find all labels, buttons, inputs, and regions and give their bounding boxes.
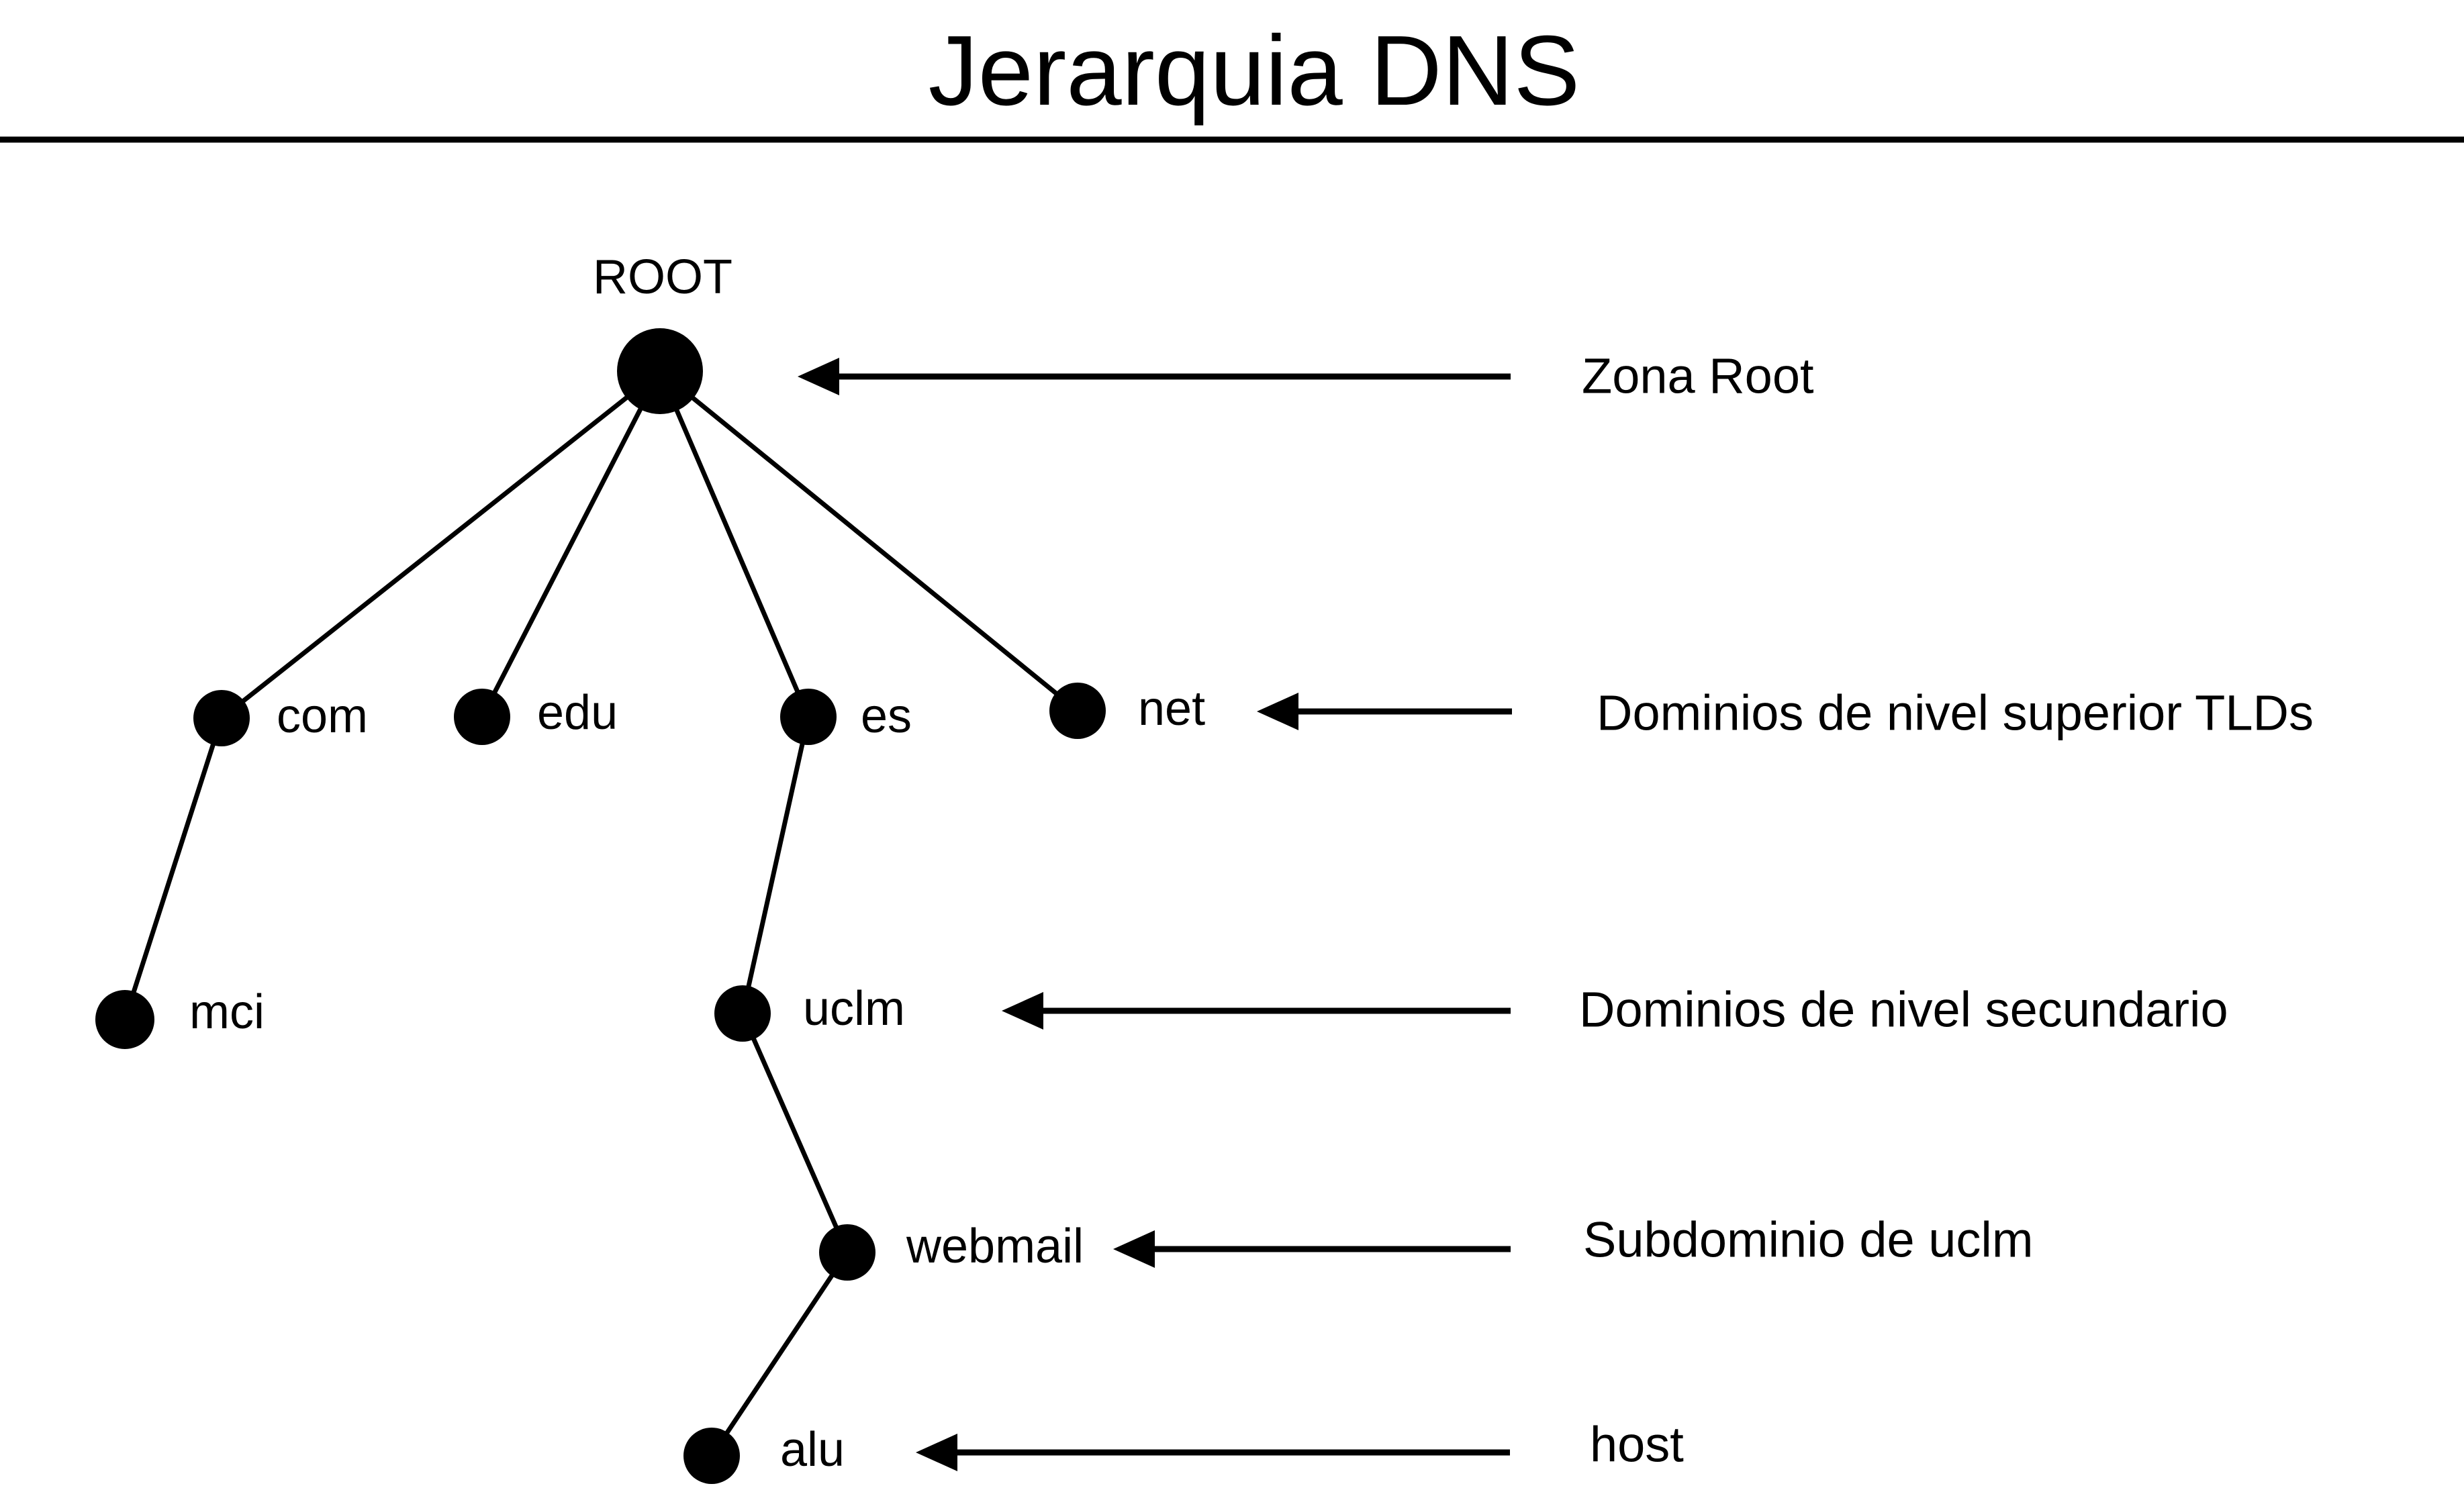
edge-root-com [220,369,662,720]
node-com [193,690,250,746]
node-edu [454,689,510,745]
left-arrowhead-icon [1002,992,1043,1030]
node-net [1049,683,1106,739]
tree-nodes [95,328,1106,1484]
edge-root-edu [479,370,663,718]
edge-es-uclm [740,716,811,1014]
node-alu [683,1428,740,1484]
left-arrowhead-icon [1113,1230,1155,1268]
node-label-webmail: webmail [906,1220,1084,1273]
node-label-root: ROOT [593,250,732,304]
annotation-webmail: Subdominio de uclm [1113,1212,2033,1268]
node-es [780,689,837,745]
edge-root-es [657,370,811,718]
annotation-label-root: Zona Root [1582,348,1814,404]
page-title: Jerarquia DNS [929,15,1580,126]
annotation-label-net: Dominios de nivel superior TLDs [1597,685,2314,741]
node-label-com: com [277,689,368,743]
node-mci [95,990,154,1049]
left-arrowhead-icon [798,358,839,395]
node-uclm [714,985,771,1042]
annotation-label-uclm: Dominios de nivel secundario [1579,982,2228,1038]
node-webmail [819,1224,875,1281]
node-label-es: es [861,689,912,743]
left-arrowhead-icon [1257,693,1298,730]
annotation-net: Dominios de nivel superior TLDs [1257,685,2314,741]
annotation-root: Zona Root [798,348,1814,404]
annotation-uclm: Dominios de nivel secundario [1002,982,2228,1038]
annotation-label-webmail: Subdominio de uclm [1583,1212,2033,1268]
tree-edges [122,369,1080,1457]
node-label-uclm: uclm [803,982,905,1036]
node-label-mci: mci [189,985,265,1039]
annotation-label-alu: host [1590,1417,1684,1473]
annotation-alu: host [916,1417,1684,1473]
node-label-alu: alu [780,1423,845,1477]
node-root [617,328,703,414]
node-label-net: net [1138,682,1205,736]
node-label-edu: edu [537,686,618,740]
left-arrowhead-icon [916,1434,957,1471]
edge-com-mci [122,717,224,1021]
edge-root-net [658,369,1080,713]
edge-uclm-webmail [740,1012,850,1254]
labels: ROOT com edu es net mci uclm webmail alu [189,250,1205,1477]
edge-webmail-alu [710,1251,849,1457]
